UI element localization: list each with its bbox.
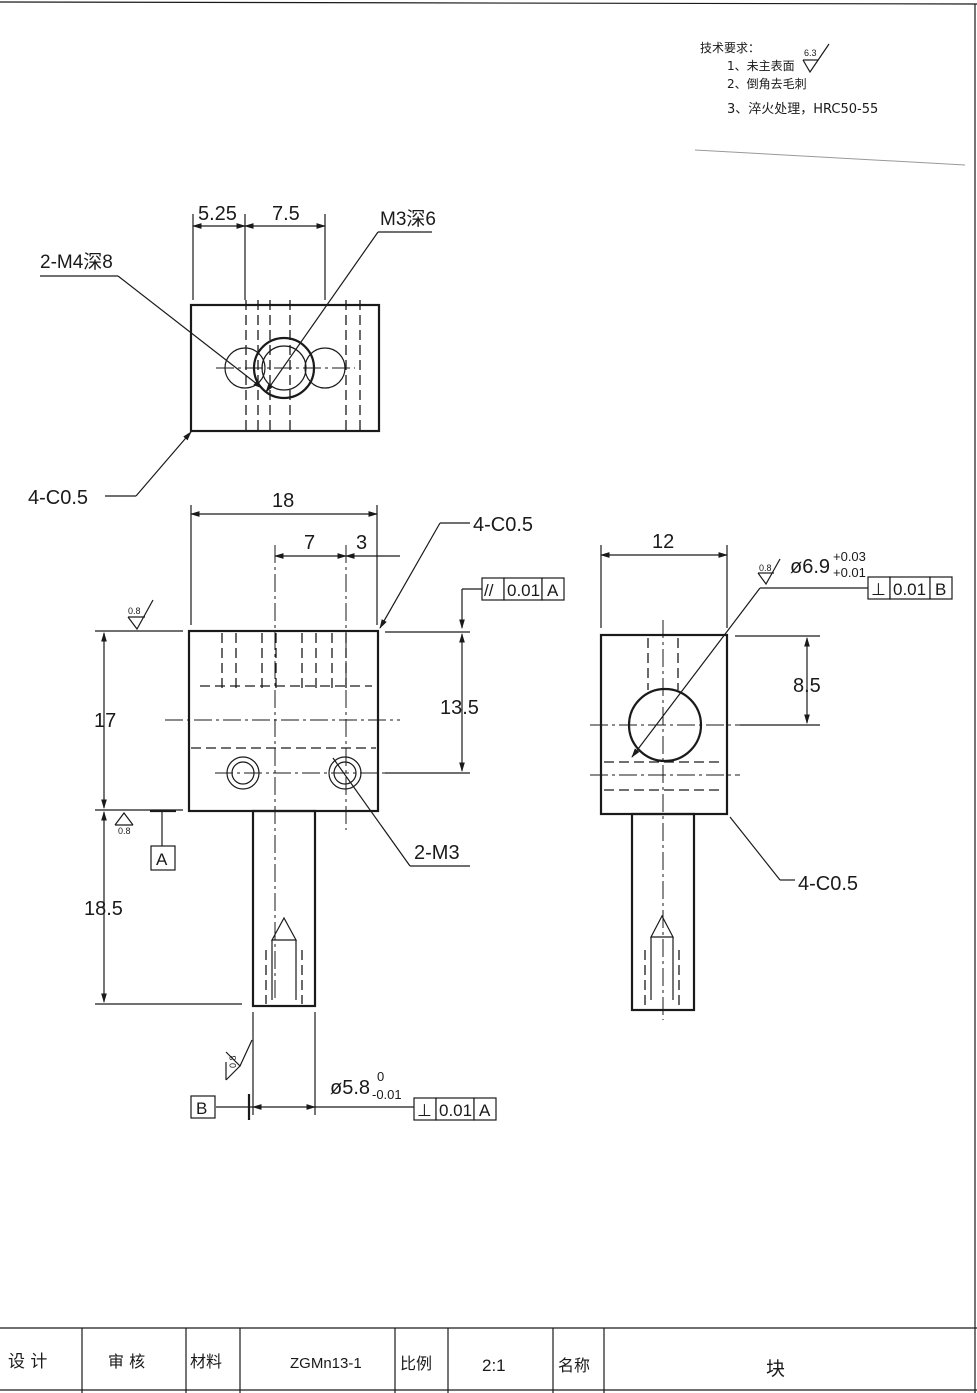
side-dim-8-5: 8.5 [793,675,821,697]
title-scale-label: 比例 [400,1354,432,1373]
front-dim-17: 17 [94,710,116,732]
top-callout-m3: M3深6 [380,208,436,230]
title-scale-value: 2:1 [482,1356,506,1375]
perpendicularity-icon: ⊥ [417,1101,432,1120]
datum-b-label: B [196,1099,207,1118]
side-hole-tol-lower: +0.01 [833,565,866,580]
side-hole-diameter: ø6.9 [790,556,830,578]
front-dim-13-5: 13.5 [440,697,479,719]
datum-a-marker: A [150,809,176,871]
shaft-perp-value: 0.01 [439,1101,472,1120]
datum-b-marker: B [190,1095,216,1119]
top-dim-5-25: 5.25 [198,203,237,225]
side-hole-tol-upper: +0.03 [833,549,866,564]
shaft-perp-datum: A [479,1101,491,1120]
front-view: 18 7 3 4-C0.5 // 0.01 A 13.5 17 [84,490,565,1121]
parallelism-value: 0.01 [507,581,540,600]
tech-req-item-1: 1、未主表面 [727,59,795,73]
title-design-label: 设 计 [8,1352,47,1372]
shaft-perpendicularity-frame: ⊥ 0.01 A [413,1097,497,1121]
roughness-shaft-value: 0.8 [228,1055,238,1068]
side-perpendicularity-icon: ⊥ [871,580,886,599]
front-dim-18: 18 [272,490,294,512]
parallelism-datum: A [547,581,559,600]
shaft-tol-lower: -0.01 [372,1087,402,1102]
title-name-label: 名称 [558,1356,590,1375]
top-callout-chamfer: 4-C0.5 [28,487,88,509]
front-callout-m3: 2-M3 [414,842,460,864]
front-dim-3: 3 [356,532,367,554]
front-callout-chamfer: 4-C0.5 [473,514,533,536]
title-review-label: 审 核 [108,1352,145,1371]
roughness-datum-value: 0.8 [118,826,131,836]
roughness-symbol-icon: 6.3 [802,43,830,74]
side-dim-12: 12 [652,531,674,553]
title-material-value: ZGMn13-1 [290,1355,362,1372]
tech-req-roughness-value: 6.3 [804,48,817,58]
tech-req-item-2: 2、倒角去毛刺 [727,77,807,91]
top-view: 5.25 7.5 M3深6 2-M4深8 4-C0.5 [28,203,436,509]
front-dim-7: 7 [304,532,315,554]
shaft-diameter: ø5.8 [330,1077,370,1099]
front-dim-18-5: 18.5 [84,898,123,920]
side-view: 12 8.5 0.8 ø6.9 +0.03 +0.01 ⊥ 0.01 B 4-C… [590,531,953,1020]
title-material-label: 材料 [190,1352,222,1371]
roughness-hole-value: 0.8 [759,563,772,573]
roughness-shaft-icon: 0.8 [225,1039,253,1081]
top-dim-7-5: 7.5 [272,203,300,225]
datum-a-label: A [156,850,168,869]
roughness-datum-icon: 0.8 [114,812,134,836]
side-perp-value: 0.01 [893,580,926,599]
roughness-top-value: 0.8 [128,606,141,616]
roughness-top-icon: 0.8 [127,599,154,631]
top-callout-m4: 2-M4深8 [40,251,113,273]
side-perp-datum: B [935,580,946,599]
side-callout-chamfer: 4-C0.5 [798,873,858,895]
parallelism-symbol-icon: // [484,581,494,600]
roughness-hole-icon: 0.8 [757,558,781,586]
shaft-tol-upper: 0 [377,1069,384,1084]
tech-req-item-3: 3、淬火处理，HRC50-55 [727,102,878,117]
tech-req-heading: 技术要求： [700,41,760,55]
side-perpendicularity-frame: ⊥ 0.01 B [867,576,953,600]
title-block: 设 计 审 核 材料 ZGMn13-1 比例 2:1 名称 块 [0,1327,977,1393]
title-name-value: 块 [766,1358,785,1380]
technical-requirements: 技术要求： 1、未主表面 6.3 2、倒角去毛刺 3、淬火处理，HRC50-55 [694,41,966,166]
parallelism-tolerance-frame: // 0.01 A [459,577,565,629]
